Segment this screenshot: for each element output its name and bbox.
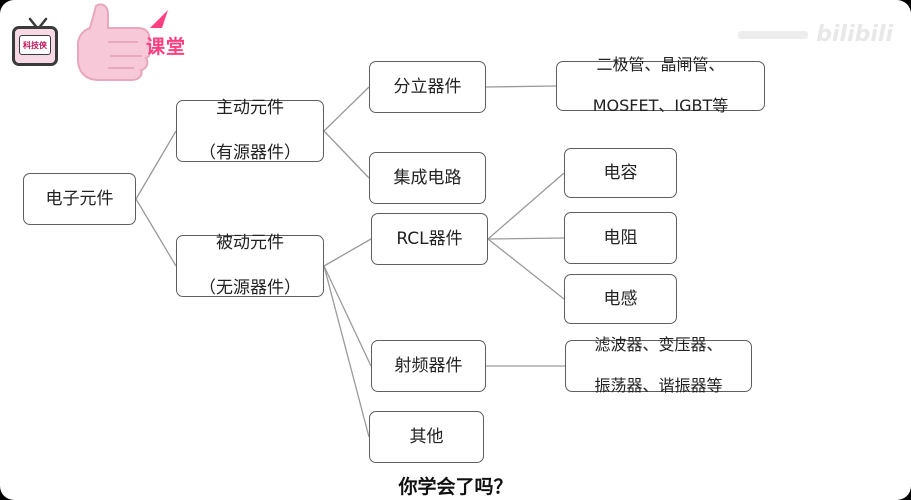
node-label: MOSFET、IGBT等: [592, 96, 729, 116]
connector-active-discrete: [323, 86, 370, 132]
node-sublabel: （无源器件）: [199, 278, 301, 299]
node-sublabel: （有源器件）: [199, 143, 301, 164]
node-label: 集成电路: [393, 167, 462, 188]
node-label: 被动元件: [216, 232, 284, 253]
watermark-bar: [738, 30, 809, 39]
node-label: 二极管、晶闸管、: [596, 54, 725, 74]
node-label: 滤波器、变压器、: [594, 334, 723, 354]
node-resistor: 电阻: [564, 212, 677, 264]
node-passive-components: 被动元件 （无源器件）: [176, 232, 324, 299]
node-rcl-devices: RCL器件: [371, 213, 488, 265]
node-label: 其他: [409, 426, 444, 447]
tv-screen-label: 科技侠: [19, 35, 51, 55]
node-label: 电子元件: [45, 188, 114, 209]
connector-rcl-capacitor: [487, 172, 565, 240]
connector-root-passive: [135, 198, 177, 267]
connector-passive-rcl: [323, 238, 372, 267]
node-label: 振荡器、谐振器等: [594, 376, 723, 396]
connector-passive-rf: [323, 265, 372, 367]
sparkle-icon: [150, 10, 168, 28]
node-label: 分立器件: [393, 76, 462, 97]
node-label: 主动元件: [216, 97, 284, 118]
connector-passive-other: [323, 265, 370, 438]
node-integrated-circuit: 集成电路: [369, 152, 486, 204]
channel-logo: 科技侠 课堂: [8, 3, 198, 86]
node-capacitor: 电容: [564, 148, 677, 198]
node-label: 射频器件: [394, 355, 463, 376]
node-active-components: 主动元件 （有源器件）: [176, 97, 324, 164]
thumbs-up-icon: [77, 3, 152, 81]
node-diodes-thyristors: 二极管、晶闸管、 MOSFET、IGBT等: [556, 55, 765, 115]
node-discrete-devices: 分立器件: [369, 61, 486, 113]
connector-active-ic: [323, 130, 370, 179]
node-filters-transformers: 滤波器、变压器、 振荡器、谐振器等: [565, 335, 752, 395]
node-label: 电感: [603, 288, 638, 309]
node-electronic-components: 电子元件: [23, 173, 136, 225]
node-rf-devices: 射频器件: [371, 340, 486, 392]
node-label: 电阻: [603, 227, 638, 248]
node-label: RCL器件: [396, 228, 463, 249]
connector-root-active: [135, 130, 177, 200]
video-subtitle: 你学会了吗？: [398, 476, 513, 498]
node-other: 其他: [369, 411, 484, 463]
connector-rcl-resistor: [487, 237, 565, 240]
connector-rcl-inductor: [487, 238, 565, 300]
connector-discrete-diodes: [485, 85, 557, 88]
bilibili-watermark: bilibili: [738, 22, 893, 47]
watermark-text: bilibili: [816, 22, 893, 47]
node-inductor: 电感: [564, 274, 677, 324]
antenna-icon: [28, 17, 48, 29]
tv-icon: 科技侠: [12, 17, 58, 66]
node-label: 电容: [603, 162, 638, 183]
logo-text: 课堂: [146, 36, 187, 58]
